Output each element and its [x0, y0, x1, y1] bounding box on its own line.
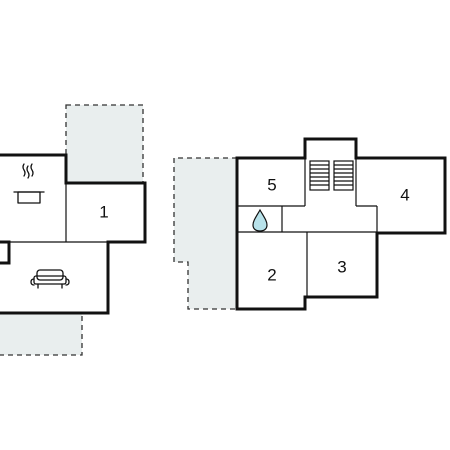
ground-floor-outline	[0, 153, 147, 315]
terrace-bottom	[0, 312, 83, 356]
upper-floor-outline	[235, 137, 447, 311]
water-drop-icon	[252, 208, 268, 232]
room-number-3: 3	[337, 258, 346, 277]
cooking-pot-icon	[13, 163, 45, 204]
room-number-5: 5	[267, 176, 276, 195]
room-number-1: 1	[99, 203, 108, 222]
terrace-top	[65, 104, 144, 184]
balcony	[173, 157, 237, 310]
sofa-icon	[30, 269, 70, 289]
upper-floor: 5 4 2 3	[173, 137, 447, 311]
room-number-4: 4	[400, 186, 409, 205]
stairs-icon	[309, 160, 354, 191]
room-number-2: 2	[267, 266, 276, 285]
ground-floor: 1	[0, 104, 147, 356]
